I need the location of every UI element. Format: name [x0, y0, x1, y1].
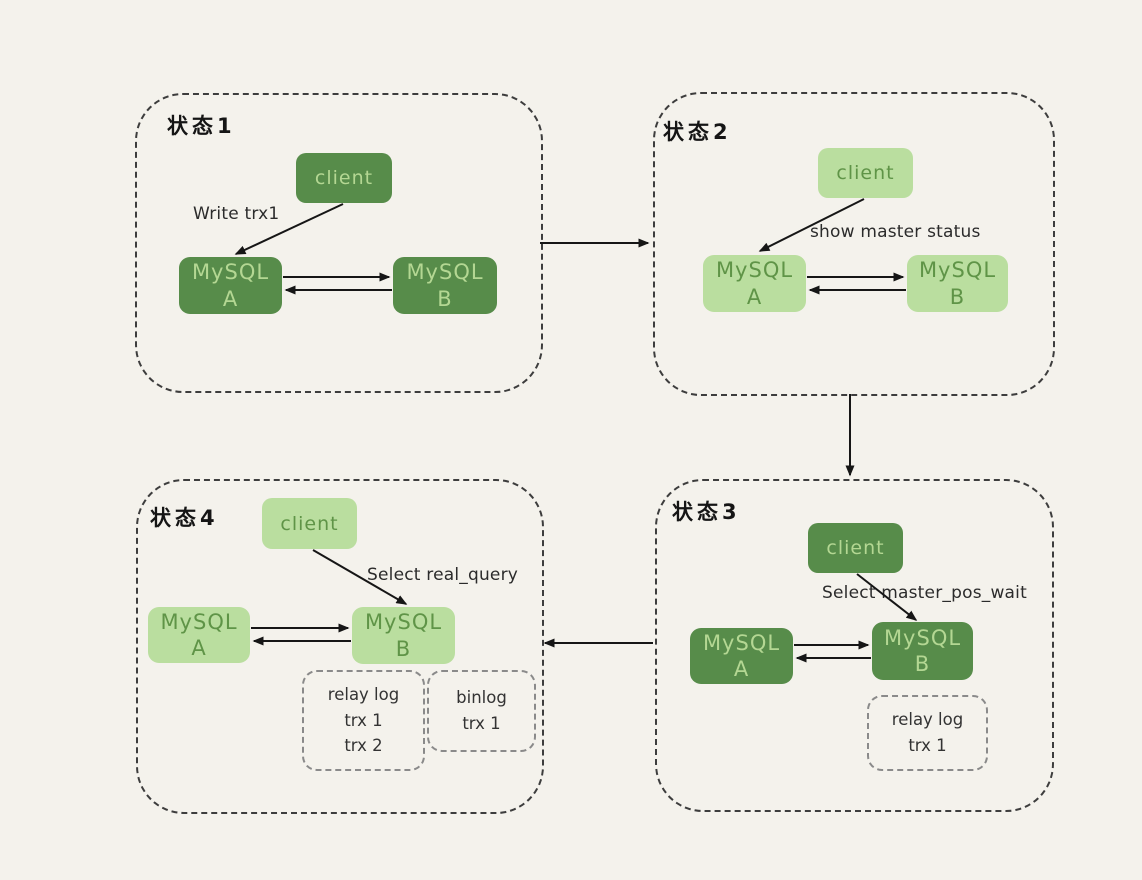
state-2-mysql-a-node: MySQL A — [703, 255, 806, 312]
state-2-label: 状态2 — [663, 120, 732, 144]
state-2-mysql-b-node: MySQL B — [907, 255, 1008, 312]
state-3-panel — [655, 479, 1054, 812]
state-4-panel — [136, 479, 544, 814]
node-letter: A — [222, 286, 239, 311]
state-2-client-node: client — [818, 148, 913, 198]
state-4-annotation: Select real_query — [367, 565, 519, 585]
state-3-mysql-a-node: MySQL A — [690, 628, 793, 684]
state-1-label: 状态1 — [167, 114, 236, 138]
node-letter: A — [746, 284, 763, 309]
state-3-annotation: Select master_pos_wait — [822, 583, 1027, 603]
node-title: MySQL — [406, 260, 484, 285]
log-title: binlog — [456, 688, 507, 708]
state-4-label: 状态4 — [150, 506, 219, 530]
state-1-mysql-b-node: MySQL B — [393, 257, 497, 314]
state-4-mysql-b-node: MySQL B — [352, 607, 455, 664]
state-4-binlog-box: binlog trx 1 — [427, 670, 536, 752]
client-label: client — [314, 167, 374, 189]
log-entry: trx 1 — [908, 736, 947, 755]
state-4-client-node: client — [262, 498, 357, 549]
node-letter: B — [395, 636, 412, 661]
state-4-relay-log-box: relay log trx 1 trx 2 — [302, 670, 425, 771]
log-title: relay log — [327, 685, 400, 705]
node-title: MySQL — [702, 630, 781, 655]
log-entry: trx 1 — [344, 710, 383, 730]
state-2-panel — [653, 92, 1055, 396]
state-1-client-node: client — [296, 153, 392, 203]
node-title: MySQL — [918, 258, 997, 283]
node-letter: A — [191, 636, 207, 660]
state-3-relay-log-box: relay log trx 1 — [867, 695, 988, 771]
client-label: client — [836, 162, 895, 184]
node-letter: B — [437, 286, 453, 311]
node-title: MySQL — [883, 625, 962, 650]
node-letter: B — [914, 652, 931, 676]
state-2-annotation: show master status — [810, 222, 981, 242]
node-title: MySQL — [715, 258, 794, 283]
node-letter: B — [949, 284, 966, 309]
log-entry: trx 1 — [462, 714, 501, 733]
client-label: client — [826, 537, 885, 559]
state-3-mysql-b-node: MySQL B — [872, 622, 973, 680]
state-4-mysql-a-node: MySQL A — [148, 607, 250, 663]
log-title: relay log — [891, 710, 964, 730]
state-3-label: 状态3 — [672, 500, 741, 524]
node-title: MySQL — [160, 609, 238, 634]
log-entry: trx 2 — [344, 736, 383, 756]
state-3-client-node: client — [808, 523, 903, 573]
state-1-annotation: Write trx1 — [193, 204, 280, 224]
node-title: MySQL — [364, 610, 443, 635]
node-letter: A — [733, 657, 750, 681]
state-1-mysql-a-node: MySQL A — [179, 257, 282, 314]
client-label: client — [280, 512, 339, 535]
node-title: MySQL — [191, 260, 270, 285]
